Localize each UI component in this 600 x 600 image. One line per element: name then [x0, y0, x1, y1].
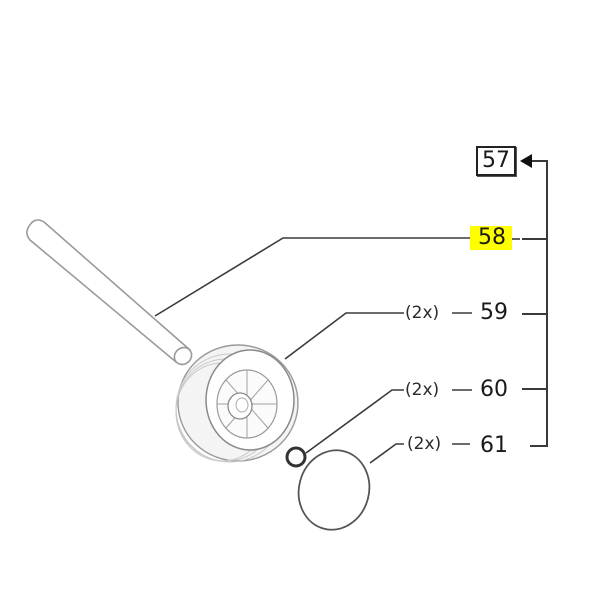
- callout-57: 57: [476, 146, 516, 176]
- leader-61: [369, 443, 404, 464]
- callout-bracket: [522, 160, 548, 447]
- wheel-part: [175, 344, 299, 463]
- quantity-61: (2x): [407, 434, 442, 454]
- leader-lines: [154, 237, 520, 464]
- axle-rod-part: [26, 219, 193, 366]
- leader-58: [154, 237, 470, 317]
- callout-60[interactable]: 60: [480, 377, 508, 402]
- callout-61[interactable]: 61: [480, 433, 508, 458]
- callout-59[interactable]: 59: [480, 300, 508, 325]
- arrow-icon: [520, 154, 532, 168]
- quantity-59: (2x): [405, 303, 440, 323]
- leader-59: [284, 312, 404, 360]
- quantity-60: (2x): [405, 380, 440, 400]
- hub-cap-ring-part: [297, 449, 371, 531]
- leader-60: [305, 389, 404, 454]
- callout-58[interactable]: 58: [470, 226, 512, 250]
- o-ring-part: [285, 446, 307, 468]
